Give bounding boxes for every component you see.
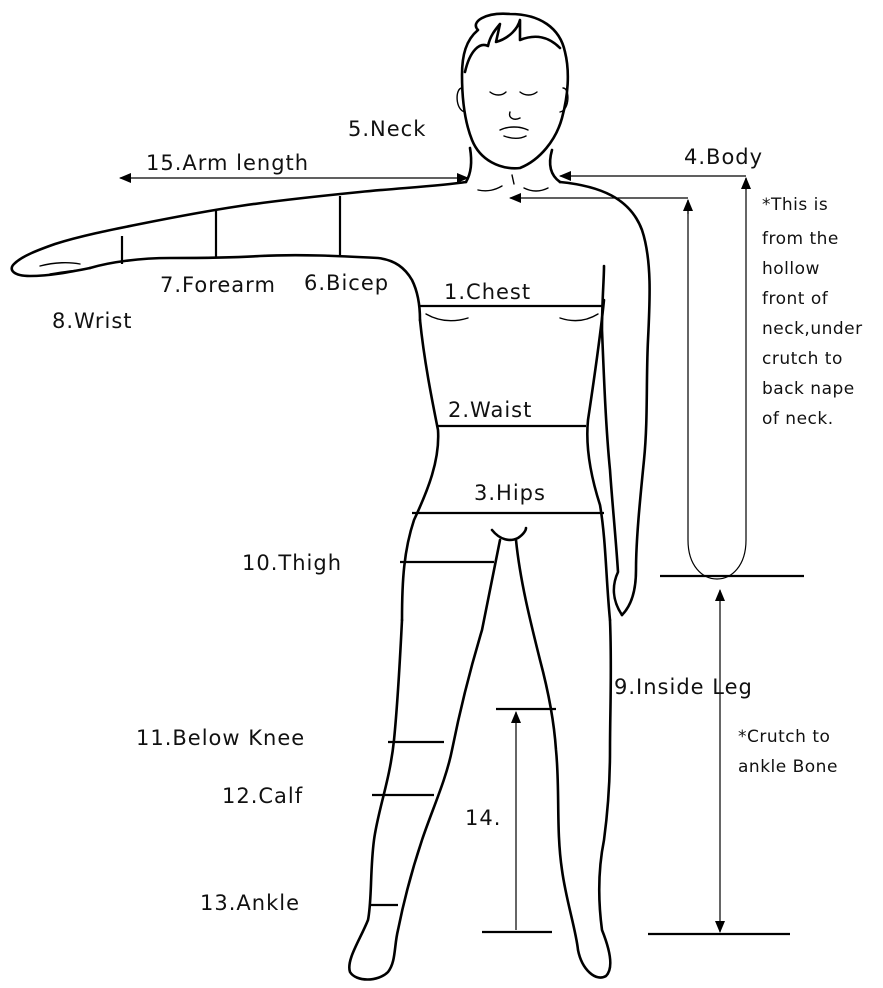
body-note-line-2: from the [762,229,839,249]
hips-label: 3.Hips [474,481,546,505]
body-note-line-5: neck,under [762,319,863,339]
calf-label: 12.Calf [222,784,303,808]
body-note-line-3: hollow [762,259,820,279]
labels: 1.Chest 2.Waist 3.Hips 4.Body 5.Neck 6.B… [52,117,863,915]
body-note-line-4: front of [762,289,829,309]
below-knee-label: 11.Below Knee [136,726,305,750]
figure-outline [12,14,650,980]
wrist-label: 8.Wrist [52,309,133,333]
body-note-line-7: back nape [762,379,855,399]
knee-to-ankle-label: 14. [465,806,501,830]
arm-length-label: 15.Arm length [146,151,309,175]
chest-label: 1.Chest [444,280,531,304]
body-loop [688,178,746,579]
neck-label: 5.Neck [348,117,426,141]
body-note-line-8: of neck. [762,409,834,429]
body-label: 4.Body [684,145,763,169]
inside-leg-label: 9.Inside Leg [614,675,753,699]
thigh-label: 10.Thigh [242,551,342,575]
inside-leg-note-line-2: ankle Bone [738,757,838,777]
forearm-label: 7.Forearm [160,273,276,297]
bicep-label: 6.Bicep [304,271,389,295]
body-note-line-6: crutch to [762,349,843,369]
inside-leg-note-line-1: *Crutch to [738,727,830,747]
body-note-line-1: *This is [762,195,828,215]
ankle-label: 13.Ankle [200,891,300,915]
waist-label: 2.Waist [448,398,532,422]
